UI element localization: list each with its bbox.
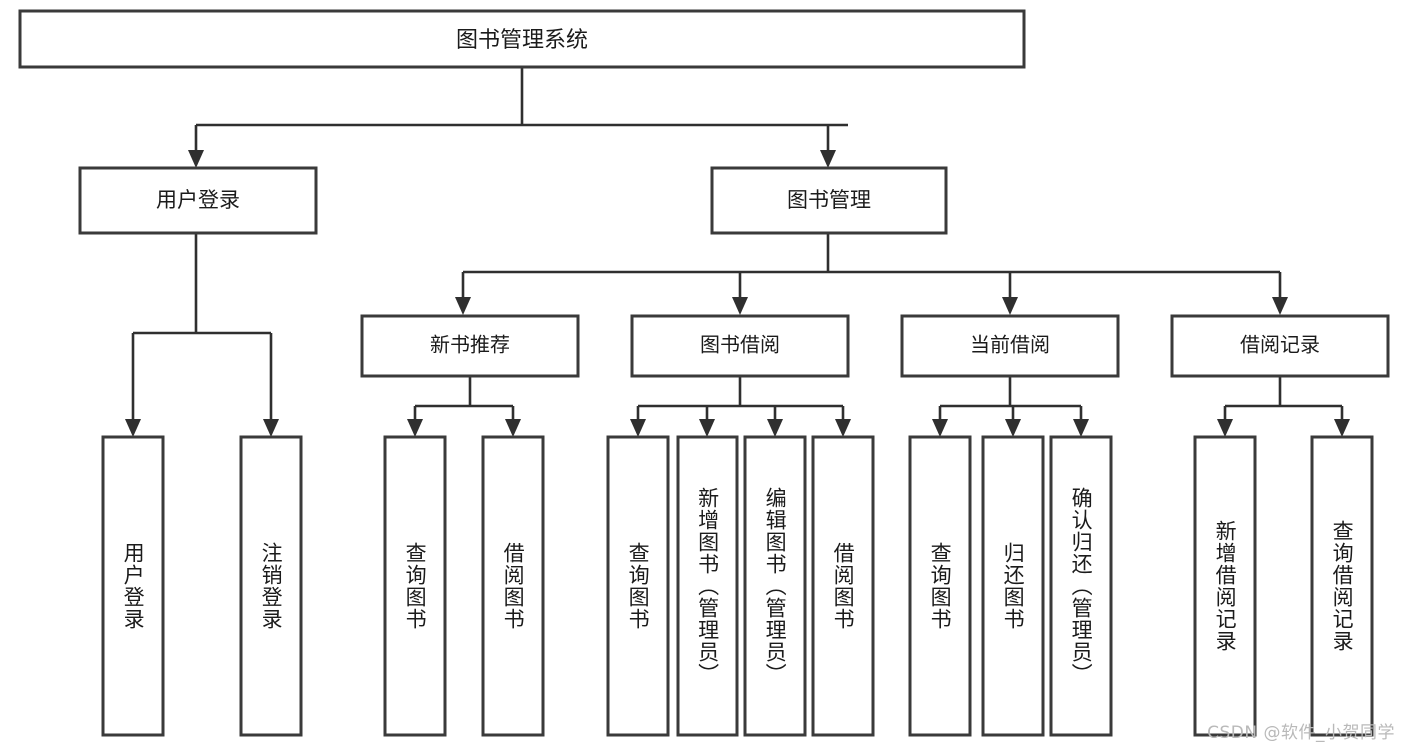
leaf-boxes	[101, 435, 1374, 737]
leaf-box[interactable]	[676, 435, 739, 737]
connector-currentborrow-to-leaves	[932, 376, 1089, 437]
leaf-box[interactable]	[1310, 435, 1374, 737]
node-book-manage[interactable]: 图书管理	[710, 166, 948, 235]
node-root-label: 图书管理系统	[456, 28, 588, 53]
leaf-box[interactable]	[481, 435, 545, 737]
node-book-borrow[interactable]: 图书借阅	[630, 314, 850, 378]
node-current-borrow[interactable]: 当前借阅	[900, 314, 1120, 378]
node-book-borrow-label: 图书借阅	[700, 333, 780, 357]
leaf-box[interactable]	[908, 435, 972, 737]
leaf-box[interactable]	[811, 435, 875, 737]
leaf-box[interactable]	[239, 435, 303, 737]
node-user-login-label: 用户登录	[156, 188, 240, 212]
leaf-box[interactable]	[743, 435, 807, 737]
node-borrow-record-label: 借阅记录	[1240, 333, 1320, 357]
leaf-box[interactable]	[606, 435, 670, 737]
leaf-box[interactable]	[1193, 435, 1257, 737]
node-root[interactable]: 图书管理系统	[18, 9, 1026, 69]
node-new-book-recommend[interactable]: 新书推荐	[360, 314, 580, 378]
connector-borrowrecord-to-leaves	[1217, 376, 1350, 437]
connector-root-to-level2	[188, 67, 848, 168]
connector-bookmanage-to-level3	[455, 233, 1288, 315]
node-book-manage-label: 图书管理	[787, 188, 871, 212]
node-current-borrow-label: 当前借阅	[970, 333, 1050, 357]
leaf-box[interactable]	[383, 435, 447, 737]
watermark-text: CSDN @软件_小贺同学	[1207, 723, 1395, 743]
leaf-box[interactable]	[101, 435, 165, 737]
connector-newbook-to-leaves	[407, 376, 521, 437]
node-borrow-record[interactable]: 借阅记录	[1170, 314, 1390, 378]
connector-userlogin-to-leaves	[125, 233, 279, 437]
leaf-box[interactable]	[981, 435, 1045, 737]
leaf-box[interactable]	[1049, 435, 1113, 737]
connector-bookborrow-to-leaves	[630, 376, 851, 437]
node-new-book-recommend-label: 新书推荐	[430, 333, 510, 357]
node-user-login[interactable]: 用户登录	[78, 166, 318, 235]
